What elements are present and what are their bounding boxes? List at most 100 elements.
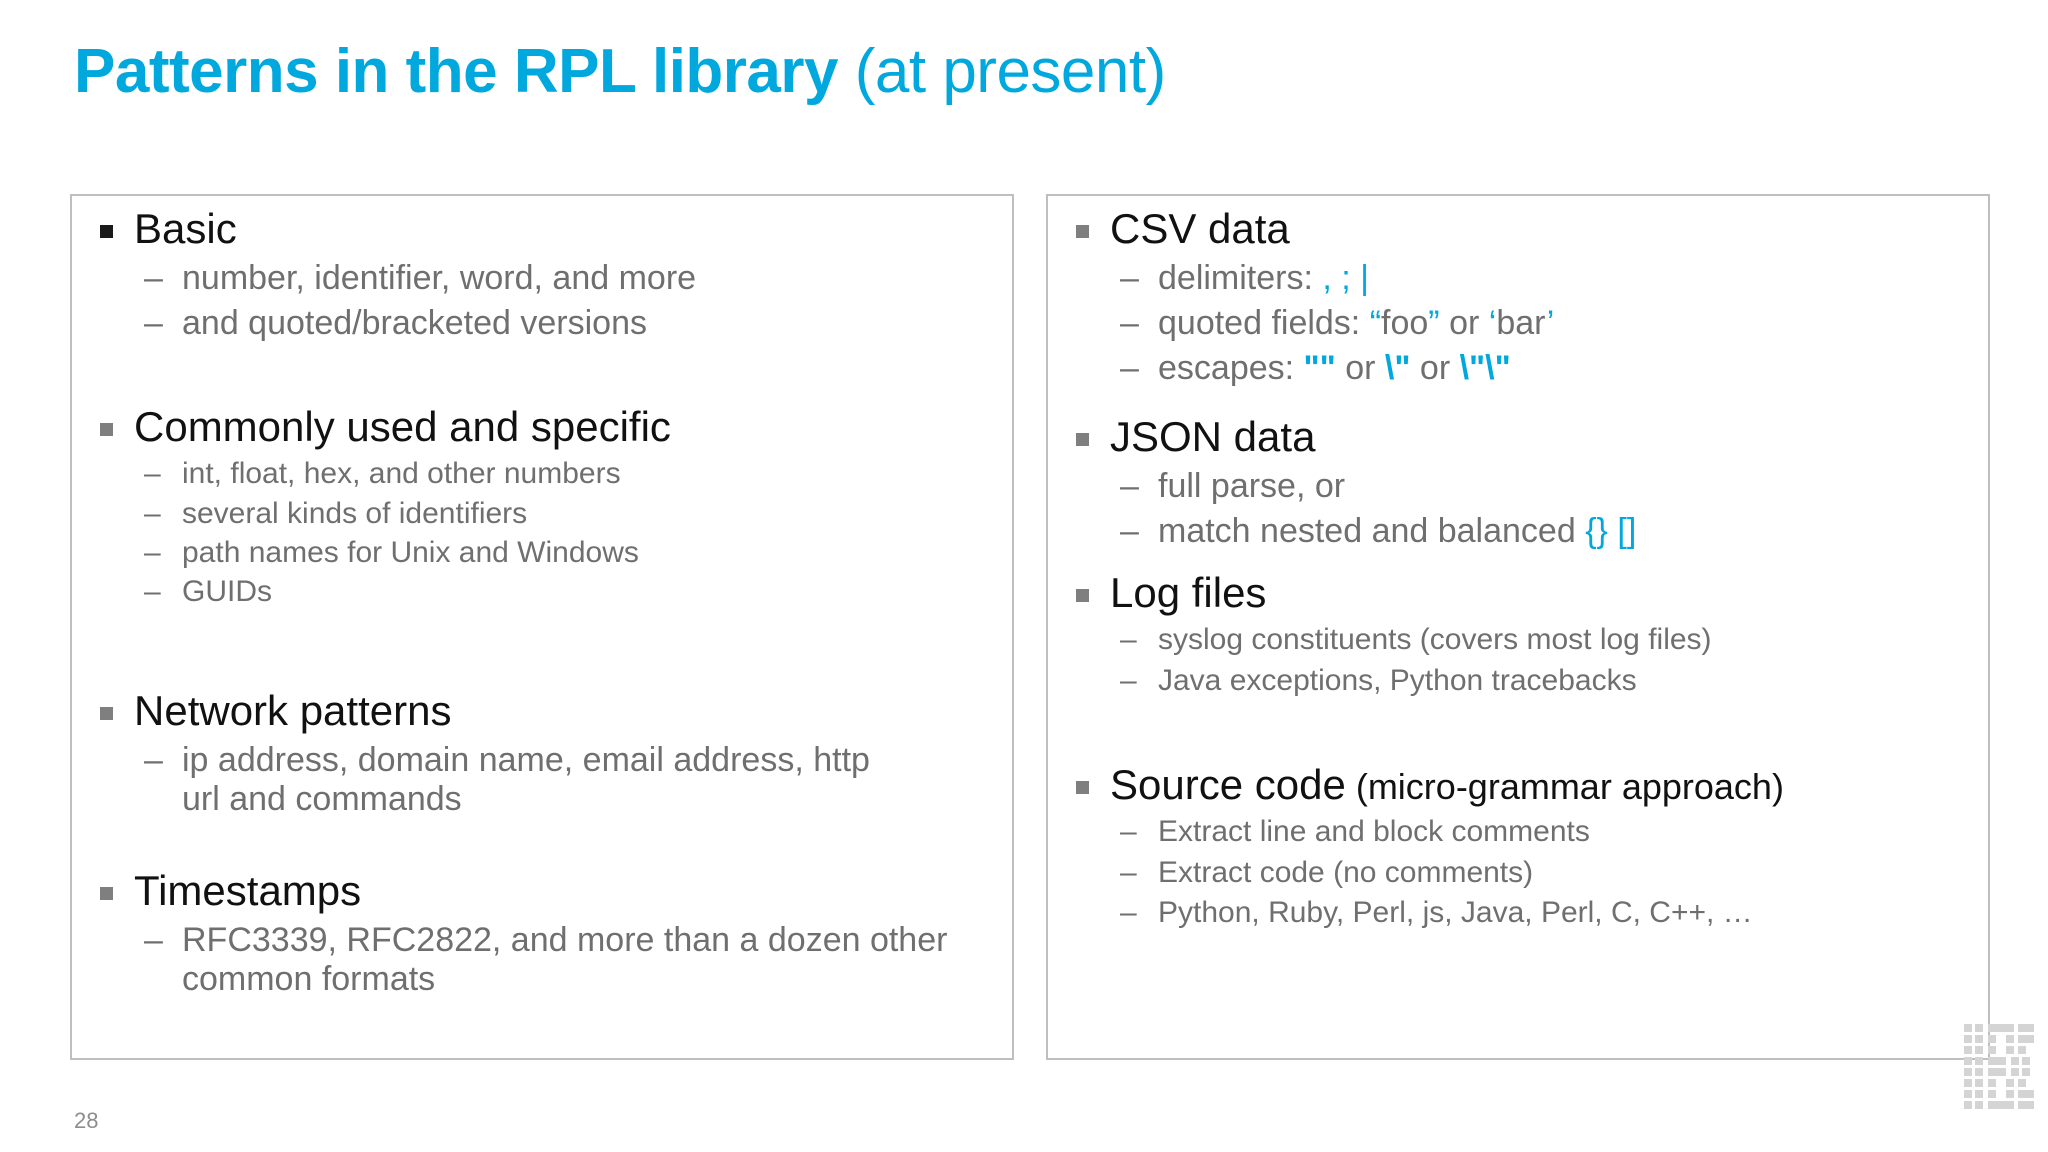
bullet-l1-commonly-used-label: Commonly used and specific [134,403,671,450]
quoted-foo-text: foo [1381,304,1429,343]
square-bullet-icon [100,423,113,436]
bullet-l2-basic-2: –and quoted/bracketed versions [72,304,1012,343]
bullet-l2-csv-quoted-fields: –quoted fields: “foo” or ‘bar’ [1048,304,1988,343]
escape-code-2: \" [1384,348,1411,387]
quote-open-single: ‘ [1488,304,1497,343]
dash-bullet-icon: – [1120,895,1137,929]
dash-bullet-icon: – [144,741,163,780]
bullet-l2-json-1: –full parse, or [1048,467,1988,506]
bullet-l2-timestamps-1-label: RFC3339, RFC2822, and more than a dozen … [182,921,948,999]
bullet-l1-timestamps-label: Timestamps [134,867,362,914]
dash-bullet-icon: – [144,259,163,298]
bullet-l2-basic-1-label: number, identifier, word, and more [182,259,697,298]
bullet-l1-basic: Basic [72,206,1012,251]
bullet-l2-basic-1: –number, identifier, word, and more [72,259,1012,298]
bullet-l2-log-1-label: syslog constituents (covers most log fil… [1158,623,1712,657]
bullet-l2-commonly-4: –GUIDs [72,575,1012,609]
group-basic: Basic –number, identifier, word, and mor… [72,206,1012,343]
dash-bullet-icon: – [1120,663,1137,697]
escape-code-1: "" [1303,348,1336,387]
dash-bullet-icon: – [1120,512,1139,551]
bullet-l2-csv-escapes-label: escapes: [1158,348,1304,387]
bullet-l2-json-2: –match nested and balanced {} [] [1048,512,1988,551]
bullet-l1-network-patterns-label: Network patterns [134,687,452,734]
group-source-code: Source code (micro-grammar approach) –Ex… [1048,762,1988,930]
bullet-l2-source-2-label: Extract code (no comments) [1158,855,1534,889]
square-bullet-icon [100,887,113,900]
bullet-l1-source-code-label: Source code [1110,761,1346,808]
dash-bullet-icon: – [144,535,161,569]
escape-or-1: or [1335,348,1385,387]
bullet-l2-source-3: –Python, Ruby, Perl, js, Java, Perl, C, … [1048,896,1988,930]
bullet-l1-csv-data-label: CSV data [1110,205,1290,252]
bullet-l2-commonly-2-label: several kinds of identifiers [182,496,528,530]
bullet-l2-log-2: –Java exceptions, Python tracebacks [1048,664,1988,698]
bullet-l2-commonly-3-label: path names for Unix and Windows [182,535,639,569]
quoted-bar-text: bar [1496,304,1547,343]
quote-close-single: ’ [1546,304,1555,343]
square-bullet-icon [1076,781,1089,794]
dash-bullet-icon: – [144,574,161,608]
square-bullet-icon [1076,433,1089,446]
bullet-l2-timestamps-1: –RFC3339, RFC2822, and more than a dozen… [72,921,1002,999]
escape-code-3: \"\" [1459,348,1511,387]
bullet-l2-source-1-label: Extract line and block comments [1158,815,1590,849]
square-bullet-icon [1076,225,1089,238]
slide-title-bold: Patterns in the RPL library [74,37,839,106]
bullet-l1-basic-label: Basic [134,205,237,252]
bullet-l2-json-1-label: full parse, or [1158,467,1346,506]
bullet-l2-csv-quoted-fields-label: quoted fields: [1158,304,1370,343]
dash-bullet-icon: – [1120,467,1139,506]
square-bullet-icon [1076,589,1089,602]
group-timestamps: Timestamps –RFC3339, RFC2822, and more t… [72,868,1012,999]
bullet-l1-source-code: Source code (micro-grammar approach) [1048,762,1988,807]
bullet-l2-commonly-1: –int, float, hex, and other numbers [72,457,1012,491]
bullet-l2-network-1: –ip address, domain name, email address,… [72,741,882,819]
group-csv-data: CSV data –delimiters: , ; | –quoted fiel… [1048,206,1988,388]
brace-square-code: [] [1617,512,1637,551]
square-bullet-icon [100,707,113,720]
quote-close-double: ” [1428,304,1440,343]
escape-or-2: or [1410,348,1460,387]
bullet-l2-source-2: –Extract code (no comments) [1048,856,1988,890]
square-bullet-icon [100,225,113,238]
right-content-box: CSV data –delimiters: , ; | –quoted fiel… [1046,194,1990,1060]
bullet-l2-network-1-label: ip address, domain name, email address, … [182,741,870,819]
bullet-l2-commonly-1-label: int, float, hex, and other numbers [182,457,621,491]
dash-bullet-icon: – [1120,815,1137,849]
dash-bullet-icon: – [1120,348,1139,387]
bullet-l2-log-1: –syslog constituents (covers most log fi… [1048,623,1988,657]
group-json-data: JSON data –full parse, or –match nested … [1048,414,1988,551]
bullet-l1-source-code-suffix: (micro-grammar approach) [1345,766,1784,807]
dash-bullet-icon: – [1120,304,1139,343]
bullet-l1-network-patterns: Network patterns [72,688,1012,733]
group-network-patterns: Network patterns –ip address, domain nam… [72,688,1012,819]
quote-open-double: “ [1369,304,1382,343]
dash-bullet-icon: – [1120,259,1139,298]
bullet-l1-timestamps: Timestamps [72,868,1012,913]
dash-bullet-icon: – [144,457,161,491]
bullet-l2-commonly-4-label: GUIDs [182,574,272,608]
dash-bullet-icon: – [1120,623,1137,657]
dash-bullet-icon: – [144,304,163,343]
dash-bullet-icon: – [144,496,161,530]
ibm-logo [1964,1024,2034,1109]
bullet-l2-commonly-2: –several kinds of identifiers [72,497,1012,531]
quoted-or-1: or [1439,304,1489,343]
group-commonly-used: Commonly used and specific –int, float, … [72,404,1012,609]
bullet-l2-source-3-label: Python, Ruby, Perl, js, Java, Perl, C, C… [1158,895,1753,929]
slide-title-light: (at present) [838,37,1167,106]
bullet-l1-json-data: JSON data [1048,414,1988,459]
csv-delimiters-code: , ; | [1322,259,1369,298]
page-number: 28 [74,1108,99,1133]
brace-gap [1608,512,1617,550]
dash-bullet-icon: – [1120,855,1137,889]
bullet-l2-commonly-3: –path names for Unix and Windows [72,536,1012,570]
left-content-box: Basic –number, identifier, word, and mor… [70,194,1014,1060]
bullet-l2-csv-escapes: –escapes: "" or \" or \"\" [1048,349,1988,388]
bullet-l2-log-2-label: Java exceptions, Python tracebacks [1158,663,1637,697]
dash-bullet-icon: – [144,921,163,960]
bullet-l1-csv-data: CSV data [1048,206,1988,251]
bullet-l2-basic-2-label: and quoted/bracketed versions [182,304,647,343]
bullet-l2-csv-delimiters: –delimiters: , ; | [1048,259,1988,298]
